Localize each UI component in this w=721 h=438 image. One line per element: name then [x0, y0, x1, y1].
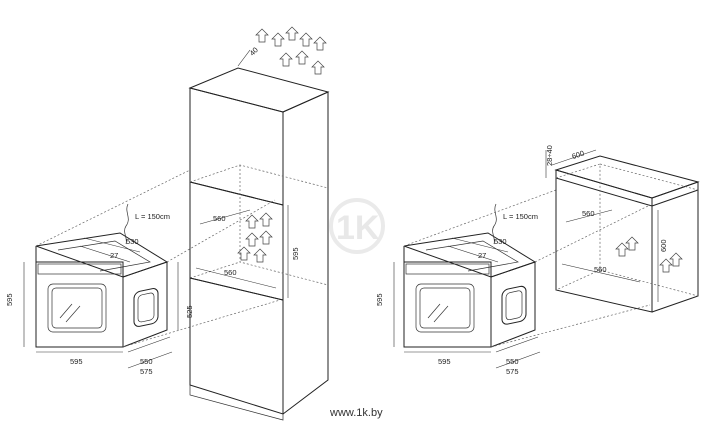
up-arrow-icon [271, 32, 285, 47]
vent-arrows-top [255, 26, 327, 75]
up-arrow-icon [311, 60, 325, 75]
up-arrow-icon [245, 232, 259, 247]
up-arrow-icon [259, 212, 273, 227]
watermark-text: 1K [336, 209, 380, 247]
up-arrow-icon [245, 214, 259, 229]
tall-cabinet: 560 560 595 40 [188, 45, 330, 421]
right-dim-550: 550 [506, 357, 519, 366]
left-oven [35, 232, 169, 348]
right-cable-label: L = 150cm [503, 212, 538, 221]
counter-dim-600-h: 600 [659, 239, 668, 252]
cabinet-upper-door [189, 87, 284, 206]
counter-dim-560-depth: 560 [582, 209, 595, 218]
left-oven-side [122, 261, 168, 348]
up-arrow-icon [285, 26, 299, 41]
cabinet-dim-560-depth: 560 [213, 214, 226, 223]
left-dim-530: 530 [126, 237, 139, 246]
left-cable-label: L = 150cm [135, 212, 170, 221]
right-cable [492, 203, 497, 245]
right-oven [403, 232, 537, 348]
up-arrow-icon [299, 32, 313, 47]
right-dim-575: 575 [506, 367, 519, 376]
counter-top [554, 155, 700, 199]
left-dim-595-w: 595 [70, 357, 83, 366]
up-arrow-icon [615, 242, 629, 257]
footer-url: www.1k.by [329, 407, 383, 419]
cabinet-side [282, 91, 329, 415]
right-oven-front [403, 261, 492, 348]
cabinet-dim-560-width: 560 [224, 268, 237, 277]
up-arrow-icon [279, 52, 293, 67]
counter-dim-28-40: 28÷40 [545, 145, 554, 166]
vent-arrows-counter [615, 236, 683, 273]
right-oven-dimensions: 530 27 595 595 550 575 [375, 237, 541, 376]
left-oven-side-fan [133, 288, 159, 327]
right-oven-side [490, 261, 536, 348]
counter-front-edge [555, 169, 653, 207]
up-arrow-icon [255, 28, 269, 43]
up-arrow-icon [295, 50, 309, 65]
counter-dim-600-w: 600 [571, 149, 586, 161]
right-dim-530: 530 [494, 237, 507, 246]
right-oven-window [415, 283, 475, 333]
left-dim-575: 575 [140, 367, 153, 376]
counter-front [555, 178, 653, 313]
counter-dim-560-width: 560 [594, 265, 607, 274]
left-dim-595-h: 595 [5, 293, 14, 306]
right-dim-595-w: 595 [438, 357, 451, 366]
up-arrow-icon [669, 252, 683, 267]
up-arrow-icon [259, 230, 273, 245]
up-arrow-icon [659, 258, 673, 273]
right-oven-control-panel [405, 263, 490, 275]
cabinet-lower-door [189, 277, 284, 415]
right-dim-595-h: 595 [375, 293, 384, 306]
up-arrow-icon [253, 248, 267, 263]
left-oven-window [47, 283, 107, 333]
right-oven-side-fan [501, 285, 527, 325]
counter-cabinet: 560 560 600 600 28÷40 [545, 145, 700, 313]
cabinet-dim-595: 595 [291, 247, 300, 260]
left-cable [124, 203, 129, 245]
left-oven-top-inner [57, 240, 151, 272]
left-oven-front [35, 261, 124, 348]
left-oven-control-panel [37, 263, 122, 275]
up-arrow-icon [313, 36, 327, 51]
left-dim-27: 27 [110, 251, 118, 260]
cabinet-dim-40: 40 [248, 45, 260, 57]
up-arrow-icon [625, 236, 639, 251]
watermark-logo: 1K [329, 198, 385, 254]
left-oven-dimensions: 530 27 595 525 595 550 575 [5, 237, 194, 376]
vent-arrows-niche [237, 212, 273, 263]
right-dim-27: 27 [478, 251, 486, 260]
